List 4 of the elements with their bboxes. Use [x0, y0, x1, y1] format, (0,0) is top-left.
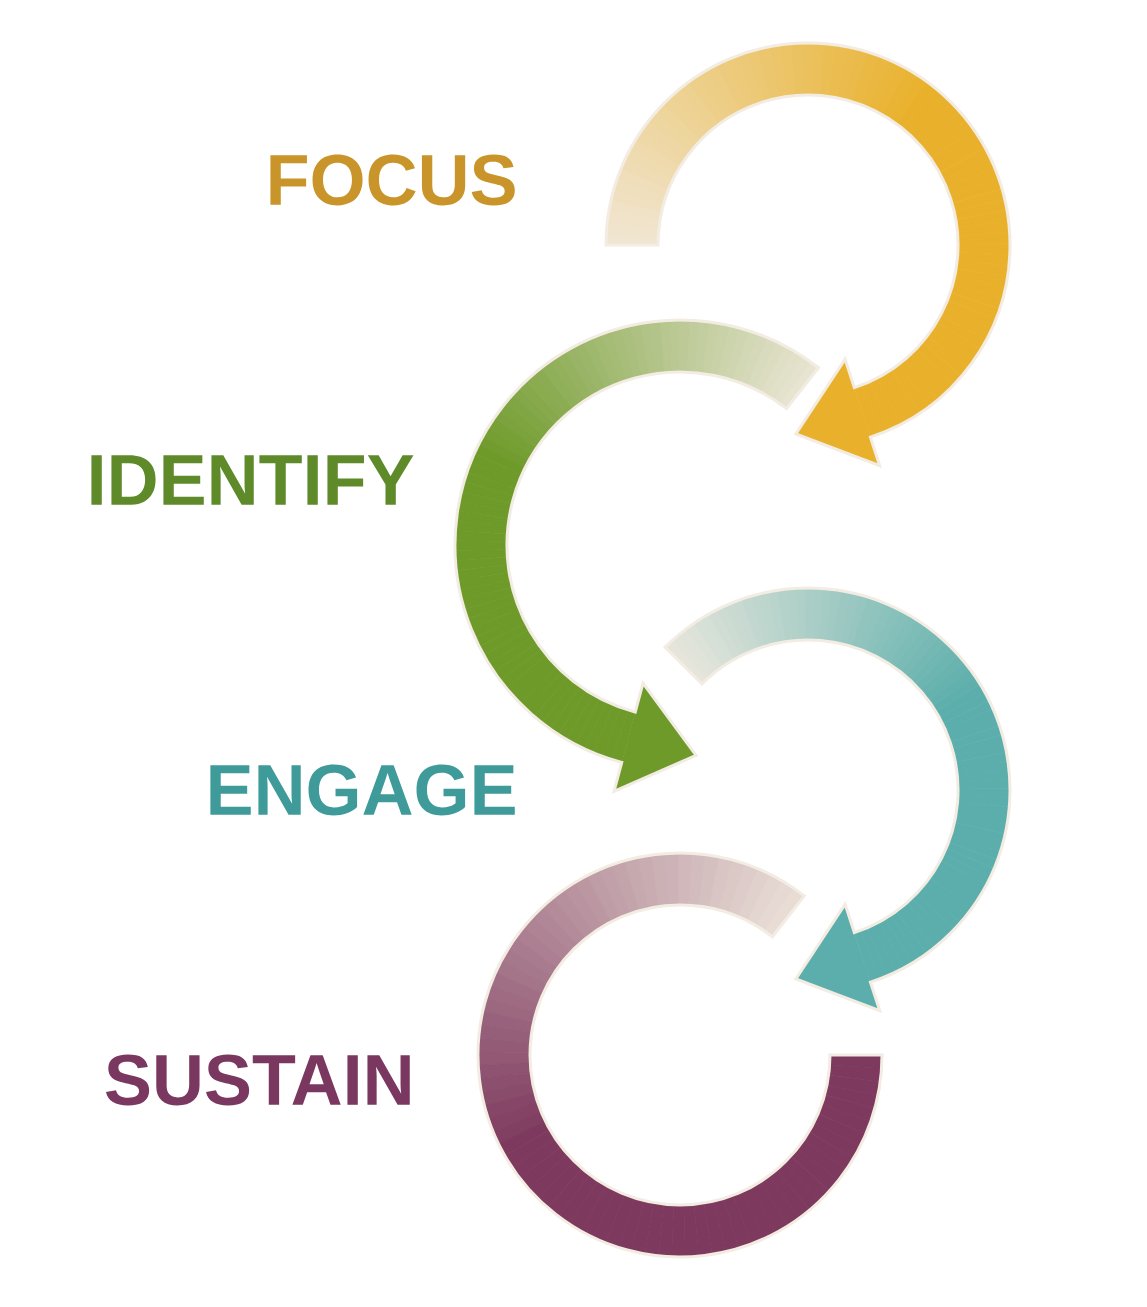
- step-label: ENGAGE: [210, 764, 515, 816]
- step-label: IDENTIFY: [91, 455, 414, 505]
- step-label: FOCUS: [270, 154, 515, 206]
- step-label: SUSTAIN: [106, 1054, 410, 1106]
